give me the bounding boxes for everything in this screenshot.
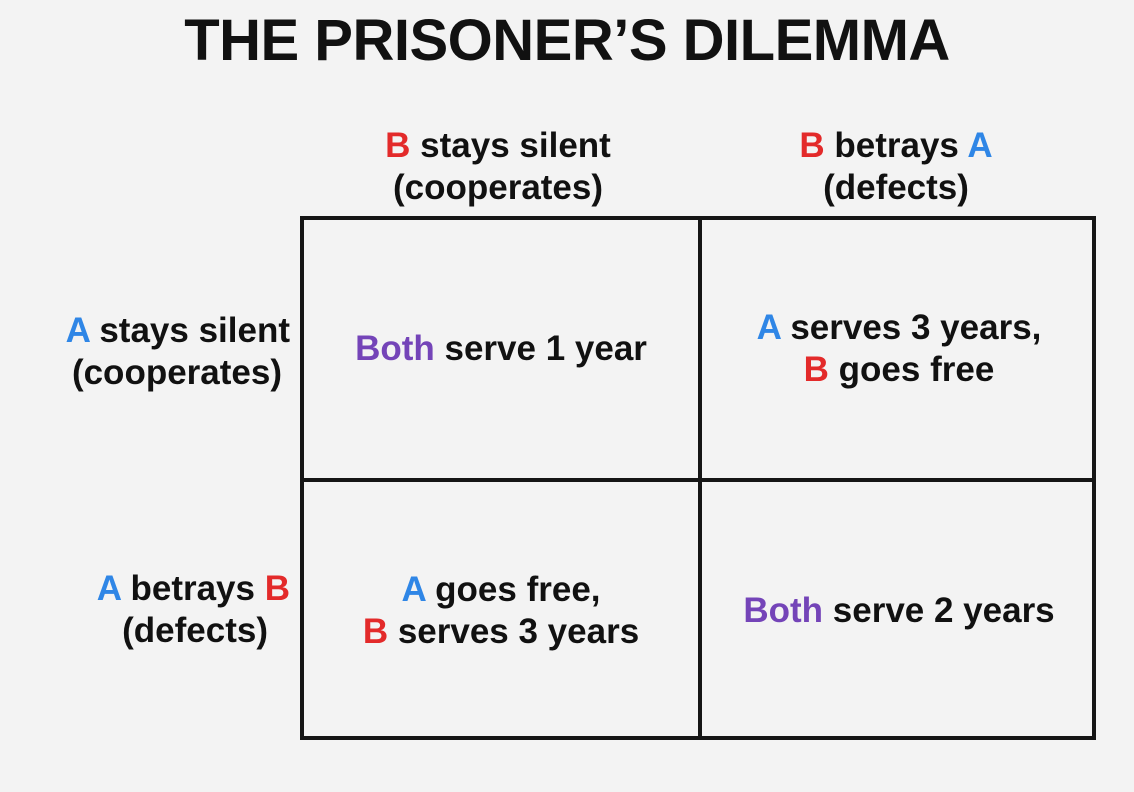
outcome-text: serve 2 years [823, 591, 1055, 630]
outcome-text: serve 1 year [434, 329, 647, 368]
cell-both-silent: Both serve 1 year [304, 220, 698, 478]
player-b-label: B [264, 569, 290, 608]
column-header-text: stays silent [410, 126, 611, 165]
payoff-matrix: Both serve 1 year A serves 3 years, B go… [300, 216, 1096, 740]
column-header-subtext: (cooperates) [392, 168, 604, 207]
column-header-text: betrays [824, 126, 968, 165]
grid-divider-horizontal [304, 478, 1092, 482]
both-label: Both [355, 329, 435, 368]
column-header-b-silent: B stays silent (cooperates) [300, 125, 696, 209]
player-b-label: B [799, 126, 825, 165]
cell-a-betrays-b-silent: A goes free, B serves 3 years [304, 482, 698, 740]
row-header-subtext: (cooperates) [71, 353, 282, 392]
cell-both-betray: Both serve 2 years [702, 482, 1096, 740]
page-title: THE PRISONER’S DILEMMA [184, 8, 950, 73]
player-b-label: B [362, 612, 389, 651]
outcome-text: goes free [828, 350, 995, 389]
row-header-subtext: (defects) [122, 611, 268, 650]
player-a-label: A [65, 311, 90, 350]
outcome-text: serves 3 years, [780, 308, 1042, 347]
player-b-label: B [803, 350, 829, 389]
row-header-a-betrays: A betrays B (defects) [0, 568, 290, 652]
outcome-text: goes free, [425, 570, 601, 609]
both-label: Both [743, 591, 824, 630]
player-b-label: B [385, 126, 411, 165]
player-a-label: A [96, 569, 121, 608]
player-a-label: A [967, 126, 993, 165]
player-a-label: A [756, 308, 781, 347]
column-header-subtext: (defects) [823, 168, 969, 207]
column-header-b-betrays: B betrays A (defects) [698, 125, 1094, 209]
outcome-text: serves 3 years [388, 612, 640, 651]
cell-a-silent-b-betrays: A serves 3 years, B goes free [702, 220, 1096, 478]
row-header-a-silent: A stays silent (cooperates) [0, 310, 290, 394]
row-header-text: betrays [120, 569, 265, 608]
player-a-label: A [401, 570, 426, 609]
row-header-text: stays silent [89, 311, 290, 350]
